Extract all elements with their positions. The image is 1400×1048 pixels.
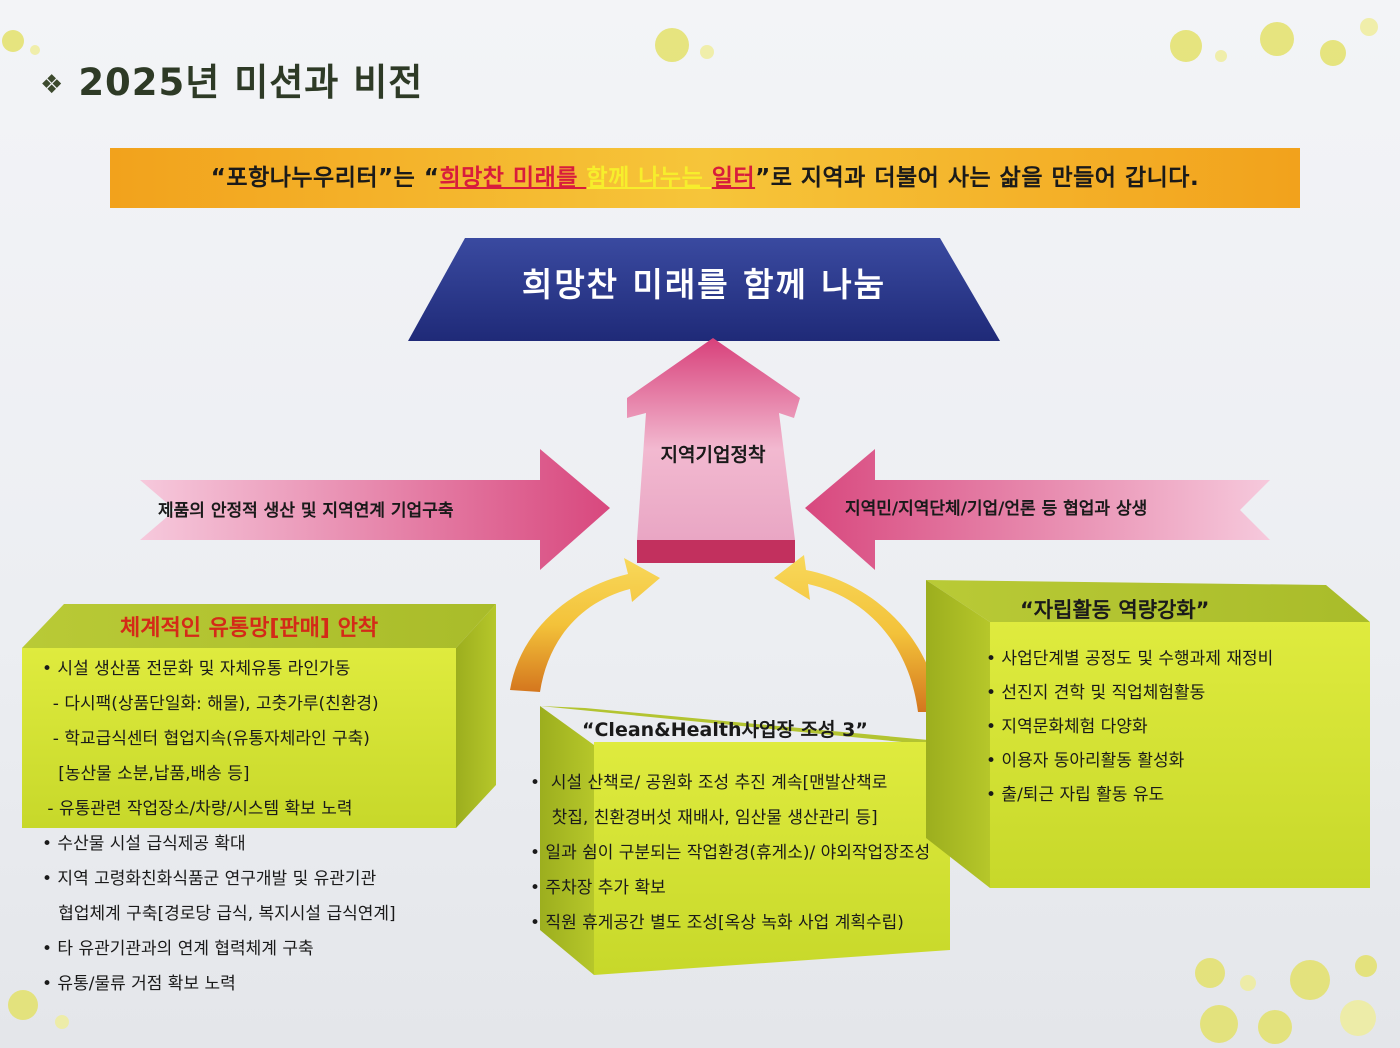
list-item: • 유통/물류 거점 확보 노력 bbox=[42, 974, 236, 994]
decor-dot bbox=[1215, 50, 1227, 62]
left-box-list: • 시설 생산품 전문화 및 자체유통 라인가동 - 다시팩(상품단일화: 해물… bbox=[42, 652, 396, 1002]
list-item: • 일과 쉼이 구분되는 작업환경(휴게소)/ 야외작업장조성 bbox=[530, 843, 931, 863]
list-item: - 학교급식센터 협업지속(유통자체라인 구축) bbox=[42, 729, 370, 749]
mission-highlight-yellow: 함께 나누는 bbox=[586, 165, 712, 191]
list-item: • 이용자 동아리활동 활성화 bbox=[986, 751, 1185, 771]
right-box-list: • 사업단계별 공정도 및 수행과제 재정비 • 선진지 견학 및 직업체험활동… bbox=[986, 642, 1273, 812]
list-item: • 지역문화체험 다양화 bbox=[986, 717, 1148, 737]
page-title-text: 2025년 미션과 비전 bbox=[78, 61, 424, 104]
left-arrow-label: 제품의 안정적 생산 및 지역연계 기업구축 bbox=[158, 501, 454, 521]
decor-dot bbox=[30, 45, 40, 55]
mission-text-part: ”로 지역과 더불어 사는 삶을 만들어 갑니다. bbox=[755, 165, 1200, 191]
decor-dot bbox=[1340, 1000, 1376, 1036]
center-box-front bbox=[594, 742, 950, 975]
mission-text-part: “포항나누우리터”는 “ bbox=[210, 165, 440, 191]
decor-dot bbox=[55, 1015, 69, 1029]
list-item: 찻집, 친환경버섯 재배사, 임산물 생산관리 등] bbox=[530, 808, 878, 828]
left-box-title: 체계적인 유통망[판매] 안착 bbox=[120, 616, 379, 641]
decor-dot bbox=[655, 28, 689, 62]
list-item: • 지역 고령화친화식품군 연구개발 및 유관기관 bbox=[42, 869, 377, 889]
decor-dot bbox=[1360, 18, 1378, 36]
center-box-list: • 시설 산책로/ 공원화 조성 추진 계속[맨발산책로 찻집, 친환경버섯 재… bbox=[530, 766, 930, 941]
list-item: • 시설 산책로/ 공원화 조성 추진 계속[맨발산책로 bbox=[530, 773, 888, 793]
right-box-side bbox=[926, 580, 990, 888]
decor-dot bbox=[8, 990, 38, 1020]
decor-dot bbox=[1355, 955, 1377, 977]
decor-dot bbox=[1195, 958, 1225, 988]
decor-dot bbox=[1240, 975, 1256, 991]
decor-dot bbox=[2, 30, 24, 52]
list-item: • 직원 휴게공간 별도 조성[옥상 녹화 사업 계획수립) bbox=[530, 913, 904, 933]
list-item: • 선진지 견학 및 직업체험활동 bbox=[986, 683, 1206, 703]
right-box-title: “자립활동 역량강화” bbox=[1020, 598, 1210, 622]
diamond-bullet-icon: ❖ bbox=[40, 69, 65, 100]
right-arrow-shape bbox=[805, 449, 1270, 570]
decor-dot bbox=[1290, 960, 1330, 1000]
center-box-side bbox=[540, 706, 594, 975]
decor-dot bbox=[1258, 1010, 1292, 1044]
right-arrow-label: 지역민/지역단체/기업/언론 등 협업과 상생 bbox=[845, 499, 1148, 519]
list-item: • 출/퇴근 자립 활동 유도 bbox=[986, 785, 1165, 805]
vision-title: 희망찬 미래를 함께 나눔 bbox=[521, 265, 887, 304]
vision-banner-shape bbox=[408, 238, 1000, 341]
right-box-front bbox=[990, 622, 1370, 888]
decor-dot bbox=[1320, 40, 1346, 66]
list-item: - 유통관련 작업장소/차량/시스템 확보 노력 bbox=[42, 799, 353, 819]
left-box-front bbox=[22, 648, 456, 828]
page-title: ❖ 2025년 미션과 비전 bbox=[40, 52, 423, 106]
decor-dot bbox=[1170, 30, 1202, 62]
right-box-top bbox=[926, 580, 1370, 622]
decor-dot bbox=[700, 45, 714, 59]
mission-highlight-red: 일터 bbox=[711, 165, 756, 191]
left-box-side bbox=[456, 604, 496, 828]
list-item: - 다시팩(상품단일화: 해물), 고춧가루(친환경) bbox=[42, 694, 379, 714]
list-item: • 주차장 추가 확보 bbox=[530, 878, 666, 898]
decor-dot bbox=[1200, 1005, 1238, 1043]
decor-dot bbox=[1260, 22, 1294, 56]
up-arrow-base bbox=[637, 540, 795, 563]
mission-highlight-red: 희망찬 미래를 bbox=[439, 165, 587, 191]
center-label: 지역기업정착 bbox=[660, 444, 766, 466]
left-arrow-shape bbox=[140, 449, 610, 570]
list-item: [농산물 소분,납품,배송 등] bbox=[42, 764, 250, 784]
curved-arrow-right bbox=[774, 555, 940, 712]
curved-arrow-left bbox=[510, 558, 660, 692]
center-box-top bbox=[540, 706, 950, 742]
mission-banner: “포항나누우리터”는 “희망찬 미래를 함께 나누는 일터”로 지역과 더불어 … bbox=[110, 148, 1300, 208]
list-item: 협업체계 구축[경로당 급식, 복지시설 급식연계] bbox=[42, 904, 396, 924]
up-arrow-shape bbox=[627, 338, 800, 540]
left-box-top bbox=[22, 604, 496, 648]
list-item: • 수산물 시설 급식제공 확대 bbox=[42, 834, 246, 854]
list-item: • 시설 생산품 전문화 및 자체유통 라인가동 bbox=[42, 659, 351, 679]
list-item: • 사업단계별 공정도 및 수행과제 재정비 bbox=[986, 649, 1274, 669]
list-item: • 타 유관기관과의 연계 협력체계 구축 bbox=[42, 939, 314, 959]
center-box-title: “Clean&Health사업장 조성 3” bbox=[582, 719, 868, 741]
